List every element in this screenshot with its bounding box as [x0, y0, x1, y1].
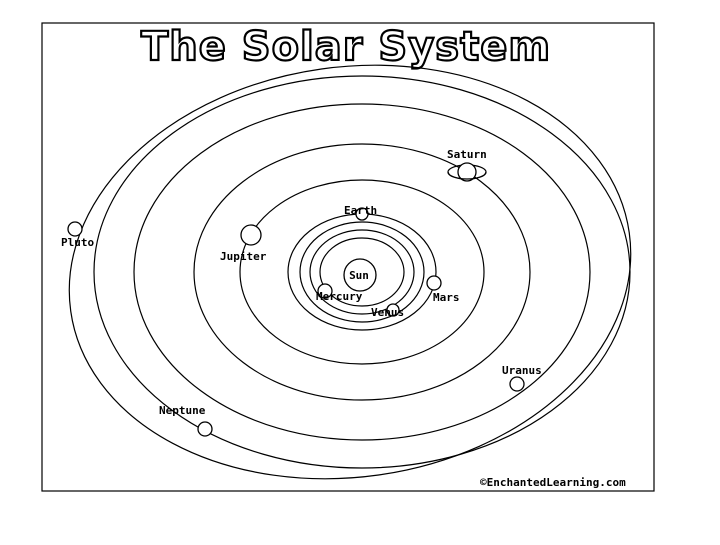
mars-planet — [427, 276, 441, 290]
earth-label: Earth — [344, 204, 377, 217]
uranus-planet — [510, 377, 524, 391]
credit-text: ©EnchantedLearning.com — [480, 476, 626, 489]
neptune-label: Neptune — [159, 404, 206, 417]
uranus-label: Uranus — [502, 364, 542, 377]
saturn-label: Saturn — [447, 148, 487, 161]
venus-label: Venus — [371, 306, 404, 319]
mercury-label: Mercury — [316, 290, 363, 303]
sun-label: Sun — [349, 269, 369, 282]
pluto-planet — [68, 222, 82, 236]
neptune-planet — [198, 422, 212, 436]
pluto-label: Pluto — [61, 236, 94, 249]
diagram-title: The Solar System — [141, 24, 551, 70]
saturn-planet — [448, 163, 486, 181]
jupiter-planet — [241, 225, 261, 245]
diagram-frame — [42, 23, 654, 491]
mars-label: Mars — [433, 291, 460, 304]
jupiter-label: Jupiter — [220, 250, 267, 263]
